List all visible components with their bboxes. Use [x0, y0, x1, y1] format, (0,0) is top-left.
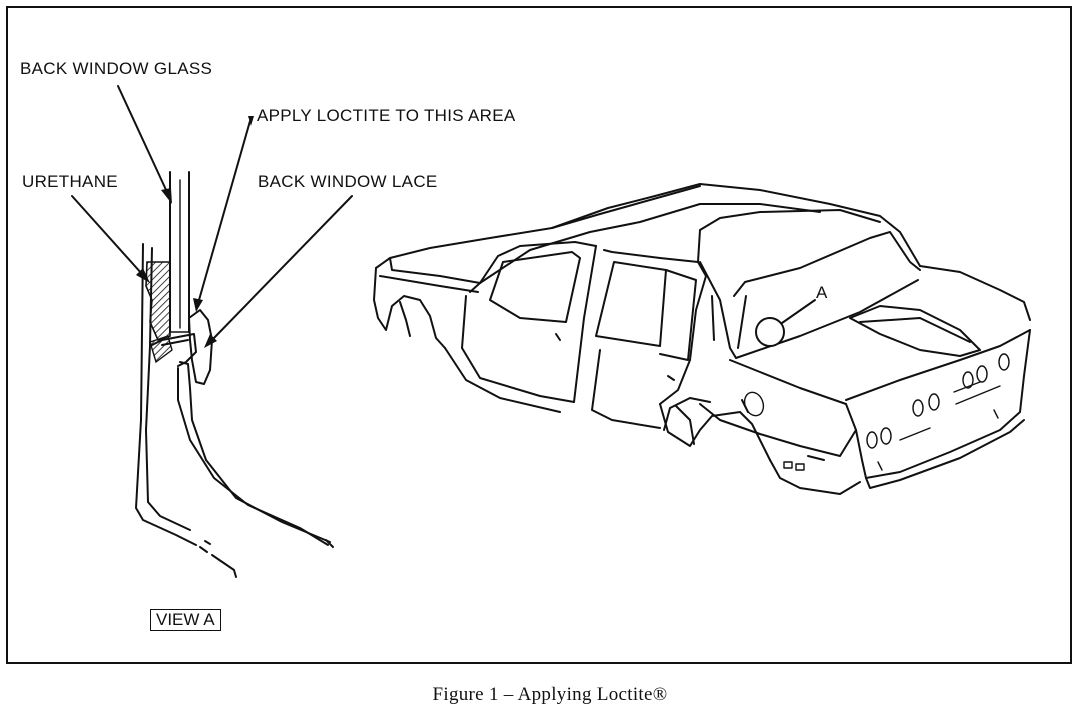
leader-lace [204, 195, 353, 348]
detail-a-leader [781, 299, 816, 324]
label-apply-loctite: APPLY LOCTITE TO THIS AREA [257, 106, 516, 125]
car-body-illustration: A [373, 183, 1031, 495]
pinch-weld-flange [135, 243, 237, 578]
leader-urethane [71, 195, 150, 283]
back-window-glass [169, 171, 190, 333]
detail-a-circle [755, 317, 785, 347]
label-urethane: URETHANE [22, 172, 118, 191]
view-a-label: VIEW A [150, 609, 221, 631]
leader-glass [117, 85, 172, 204]
figure-frame [6, 6, 1072, 664]
detail-a-label: A [816, 283, 828, 302]
label-back-window-lace: BACK WINDOW LACE [258, 172, 438, 191]
back-window-lace [177, 309, 334, 548]
label-back-window-glass: BACK WINDOW GLASS [20, 59, 212, 78]
leader-loctite [193, 116, 254, 312]
detail-view-a: BACK WINDOW GLASS APPLY LOCTITE TO THIS … [20, 59, 516, 578]
figure-caption: Figure 1 – Applying Loctite® [432, 684, 668, 705]
